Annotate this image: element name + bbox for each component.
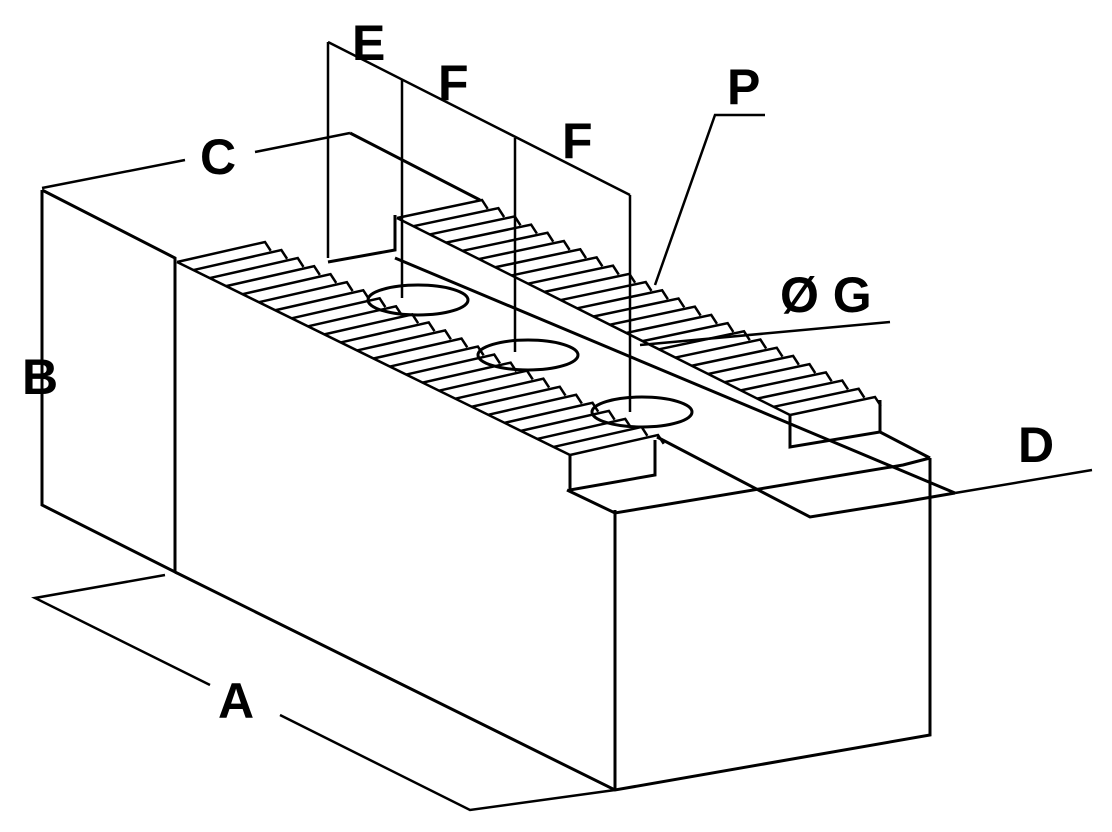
- left-rail-tooth: [209, 256, 305, 280]
- dim-A-left: [31, 573, 211, 687]
- right-rail-tooth: [642, 321, 735, 343]
- left-rail-tooth: [340, 321, 436, 344]
- leader-P: [653, 113, 765, 286]
- left-rail-tooth: [258, 280, 354, 304]
- left-rail-tooth: [193, 248, 289, 272]
- left-rail-tooth: [553, 425, 649, 449]
- right-rail-tooth: [494, 247, 588, 269]
- left-rail-tooth: [389, 345, 485, 368]
- left-rail-tooth: [324, 312, 420, 336]
- right-rail-edge: [396, 216, 791, 417]
- left-rail-tooth: [225, 264, 321, 288]
- right-rail-tooth: [625, 313, 719, 335]
- serrations: [176, 198, 882, 457]
- dim-D: [954, 468, 1093, 495]
- block-outline: [40, 131, 932, 792]
- dim-C-right: [254, 131, 351, 154]
- right-rail-tooth: [511, 256, 604, 277]
- left-rail-tooth: [504, 401, 600, 425]
- label-D: D: [1018, 417, 1055, 473]
- right-rail-tooth: [707, 354, 800, 376]
- right-rail-tooth: [576, 288, 669, 310]
- left-rail-tooth: [176, 240, 272, 264]
- right-rail-tooth: [724, 362, 817, 384]
- label-F1: F: [438, 55, 469, 111]
- left-rail-tooth: [569, 433, 665, 457]
- left-rail-tooth: [356, 329, 452, 352]
- left-rail-tooth: [422, 361, 518, 384]
- label-P: P: [727, 59, 761, 115]
- left-rail-tooth: [455, 377, 551, 400]
- label-A: A: [218, 673, 255, 729]
- right-rail-tooth: [462, 231, 555, 253]
- right-rail-tooth: [593, 297, 686, 318]
- right-rail-tooth: [413, 206, 506, 228]
- label-E: E: [352, 15, 386, 71]
- right-rail-tooth: [756, 379, 850, 400]
- label-G: Ø G: [780, 267, 872, 323]
- dim-E-F-line: [327, 40, 631, 197]
- label-F2: F: [562, 113, 593, 169]
- right-rail-tooth: [478, 239, 571, 261]
- label-B: B: [22, 349, 59, 405]
- leader-G: [639, 320, 891, 347]
- left-rail-tooth: [405, 353, 502, 376]
- left-rail-tooth: [291, 296, 387, 320]
- dim-A-right: [279, 713, 616, 812]
- label-C: C: [200, 129, 237, 185]
- left-rail-tooth: [520, 409, 616, 433]
- right-rail-tooth: [560, 280, 653, 302]
- right-rail-tooth: [445, 223, 538, 244]
- left-rail-tooth: [307, 304, 403, 328]
- right-rail-tooth: [675, 338, 768, 359]
- right-rail-tooth: [658, 329, 751, 351]
- left-rail-tooth: [471, 385, 567, 408]
- right-rail-tooth: [773, 387, 866, 409]
- left-rail-tooth: [487, 393, 583, 417]
- left-rail-edge: [176, 260, 571, 457]
- right-rail-tooth: [691, 346, 784, 367]
- right-rail-tooth: [609, 305, 702, 326]
- right-rail-tooth: [527, 264, 620, 285]
- left-rail-tooth: [373, 337, 469, 360]
- dimension-lines: [31, 40, 1093, 812]
- left-rail-tooth: [536, 417, 633, 441]
- right-rail-tooth: [396, 198, 489, 220]
- right-rail-tooth: [740, 370, 833, 392]
- dim-C-left: [41, 158, 186, 190]
- left-rail-tooth: [438, 369, 534, 392]
- channel-lines: [327, 215, 956, 519]
- right-rail-tooth: [789, 395, 882, 417]
- left-rail-tooth: [242, 272, 338, 296]
- left-rail-tooth: [274, 288, 371, 312]
